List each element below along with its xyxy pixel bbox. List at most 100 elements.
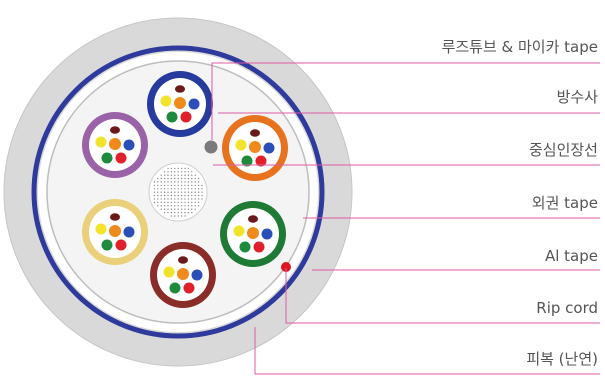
loose-tube-yellow xyxy=(82,199,148,265)
central-member-dot xyxy=(187,177,190,180)
label-rip-cord: Rip cord xyxy=(536,299,598,317)
central-member-dot xyxy=(177,211,179,214)
central-member-dot xyxy=(184,205,186,207)
loose-tube-blue xyxy=(147,71,213,137)
fiber-purple-2 xyxy=(109,138,121,150)
central-member-dot xyxy=(160,198,162,200)
central-member-dot xyxy=(187,198,190,200)
fiber-brown-2 xyxy=(177,268,189,280)
central-member-dot xyxy=(201,191,203,193)
fiber-brown-4 xyxy=(169,282,181,294)
central-member-dot xyxy=(167,208,169,210)
central-member-dot xyxy=(187,184,190,187)
fiber-brown-3 xyxy=(191,269,203,281)
central-member-dot xyxy=(187,181,190,183)
central-member-dot xyxy=(157,201,159,204)
water-blocking-yarn xyxy=(204,140,218,154)
central-member-dot xyxy=(194,174,196,176)
central-member-dot xyxy=(153,191,156,193)
central-member-dot xyxy=(180,208,183,210)
central-member-dot xyxy=(163,171,166,173)
fiber-orange-1 xyxy=(235,139,247,151)
central-member-dot xyxy=(184,191,186,193)
leader-rip-cord xyxy=(285,268,600,324)
central-member-dot xyxy=(184,184,186,187)
loose-tube-purple xyxy=(82,112,148,178)
fiber-brown-0 xyxy=(178,256,188,264)
central-member-dot xyxy=(174,188,176,190)
central-member-dot xyxy=(167,191,169,193)
central-member-dot xyxy=(177,188,179,190)
central-member-dot xyxy=(177,215,179,217)
central-member-dot xyxy=(157,191,159,193)
central-member-dot xyxy=(184,211,186,214)
central-member-dot xyxy=(157,205,159,207)
central-member-dot xyxy=(163,194,166,197)
central-member-dot xyxy=(191,191,193,193)
central-member-dot xyxy=(184,198,186,200)
central-member-dot xyxy=(163,188,166,190)
central-member-dot xyxy=(191,177,193,180)
fiber-blue-4 xyxy=(166,111,178,123)
central-member-dot xyxy=(177,205,179,207)
central-member-dot xyxy=(167,201,169,204)
central-member-dot xyxy=(157,198,159,200)
central-member-dot xyxy=(197,205,200,207)
central-member-dot xyxy=(174,205,176,207)
fiber-orange-4 xyxy=(241,155,253,167)
central-member-dot xyxy=(174,211,176,214)
central-member-dot xyxy=(177,194,179,197)
fiber-brown-5 xyxy=(183,282,195,294)
central-member-dot xyxy=(174,194,176,197)
central-member-dot xyxy=(177,191,179,193)
central-member-dot xyxy=(180,167,183,170)
central-member-dot xyxy=(174,177,176,180)
central-member-dot xyxy=(174,198,176,200)
central-member-dot xyxy=(174,181,176,183)
central-member-dot xyxy=(180,198,183,200)
central-member-dot xyxy=(157,184,159,187)
leader-loose-tube xyxy=(211,62,600,140)
central-member-dot xyxy=(170,167,173,170)
central-member-dot xyxy=(177,181,179,183)
central-member-dot xyxy=(194,188,196,190)
fiber-blue-0 xyxy=(175,85,185,93)
central-member-dot xyxy=(180,174,183,176)
fiber-orange-0 xyxy=(250,129,260,137)
central-member-dot xyxy=(187,205,190,207)
central-member-dot xyxy=(167,181,169,183)
central-member-pattern xyxy=(153,167,203,217)
central-member-dot xyxy=(174,174,176,176)
central-member-dot xyxy=(174,167,176,170)
central-member-dot xyxy=(160,191,162,193)
central-member-dot xyxy=(191,211,193,214)
label-water-blocking: 방수사 xyxy=(557,88,599,106)
central-member-dot xyxy=(170,215,173,217)
central-member-dot xyxy=(163,198,166,200)
central-member-dot xyxy=(157,177,159,180)
central-member-dot xyxy=(194,198,196,200)
central-member-dot xyxy=(191,188,193,190)
central-member-dot xyxy=(201,198,203,200)
central-member-dot xyxy=(194,191,196,193)
central-member-dot xyxy=(174,208,176,210)
central-member-dot xyxy=(184,201,186,204)
fiber-blue-1 xyxy=(160,95,172,107)
rip-cord-dot xyxy=(281,262,291,272)
central-member-dot xyxy=(160,184,162,187)
central-member-dot xyxy=(157,181,159,183)
central-member-dot xyxy=(160,201,162,204)
central-member-dot xyxy=(187,188,190,190)
central-member-dot xyxy=(194,208,196,210)
central-member-dot xyxy=(191,184,193,187)
central-member-dot xyxy=(157,188,159,190)
central-member-dot xyxy=(180,205,183,207)
fiber-purple-4 xyxy=(101,152,113,164)
central-member-dot xyxy=(174,215,176,217)
fiber-green-4 xyxy=(239,241,251,253)
central-member-dot xyxy=(177,174,179,176)
central-member-dot xyxy=(157,194,159,197)
fiber-green-5 xyxy=(253,241,265,253)
loose-tube-green xyxy=(220,201,286,267)
central-member-dot xyxy=(163,205,166,207)
